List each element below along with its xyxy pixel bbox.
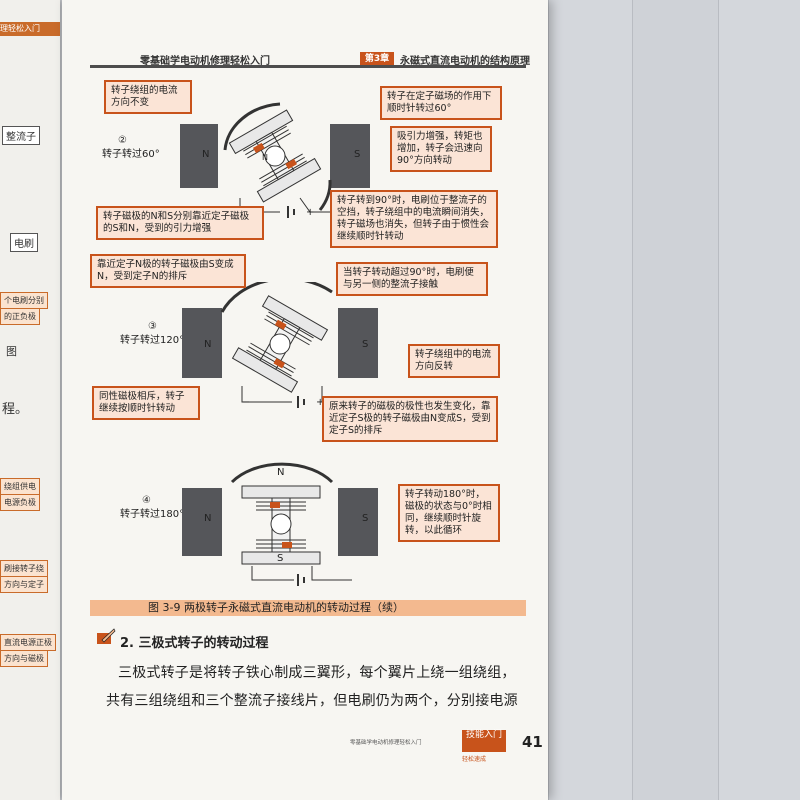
footer-tag-line2: 轻松速成: [462, 756, 487, 763]
running-header: 零基础学电动机修理轻松入门 第3章 永磁式直流电动机的结构原理: [90, 52, 530, 68]
callout-torque-increase: 吸引力增强，转矩也增加，转子会迅速向90°方向转动: [390, 126, 492, 172]
callout-current-unchanged: 转子绕组的电流方向不变: [104, 80, 192, 114]
rotor-label-n: N: [277, 467, 285, 478]
pencil-note-icon: [97, 628, 116, 644]
left-note: 直流电源正极: [0, 634, 56, 651]
stator-label-n: N: [202, 149, 210, 160]
left-note: 方向与定子: [0, 576, 48, 593]
background-plank: [718, 0, 800, 800]
step-label: 转子转过120°: [120, 335, 185, 346]
stator-label-s: S: [354, 149, 361, 160]
left-note: 电源负极: [0, 494, 40, 511]
motor-diagram-120: [182, 282, 378, 408]
header-rule: [90, 65, 526, 68]
step-label: 转子转过60°: [102, 149, 160, 160]
rotation-arrow: [220, 282, 333, 313]
circuit-wire: [251, 566, 352, 581]
book-page: 零基础学电动机修理轻松入门 第3章 永磁式直流电动机的结构原理 ② 转子转过60…: [62, 0, 548, 800]
paragraph-line: 三极式转子是将转子铁心制成三翼形，每个翼片上绕一组绕组，: [118, 665, 516, 681]
rotor-pole-label: N: [262, 153, 268, 162]
step-number: ②: [118, 135, 127, 146]
background-plank: [548, 0, 633, 800]
callout-rotor-90: 转子转到90°时，电刷位于整流子的空挡，转子绕组中的电流瞬间消失，转子磁场也消失…: [330, 190, 498, 248]
left-box-commutator: 整流子: [2, 126, 40, 145]
rotation-arrow: [230, 462, 334, 484]
stator-label-s: S: [362, 339, 369, 350]
commutator: [269, 333, 291, 355]
rotation-arrow: [223, 102, 281, 151]
stator-magnet-s: [338, 488, 378, 556]
callout-180-cycle: 转子转动180°时，磁极的状态与0°时相同，继续顺时针旋转，以此循环: [398, 484, 500, 542]
left-tag: 图: [6, 345, 17, 358]
callout-like-poles-repel: 同性磁极相斥，转子继续按顺时针转动: [92, 386, 200, 420]
left-tag: 程。: [2, 402, 29, 417]
motor-diagram-180: [182, 462, 378, 586]
figure-caption-text: 图 3-9 两极转子永磁式直流电动机的转动过程（续）: [148, 601, 404, 614]
footer-tag-line1: 技能入门: [465, 730, 502, 740]
left-page-header: 理轻松入门: [0, 22, 60, 36]
step-number: ④: [142, 495, 151, 506]
callout-brush-contact: 当转子转动超过90°时，电刷便与另一侧的整流子接触: [336, 262, 488, 296]
paragraph-line: 共有三组绕组和三个整流子接线片，但电刷仍为两个，分别接电源: [106, 693, 518, 709]
commutator: [270, 513, 292, 535]
callout-rotated-60: 转子在定子磁场的作用下顺时针转过60°: [380, 86, 502, 120]
background-plank: [632, 0, 719, 800]
rotor: [231, 295, 329, 393]
callout-attraction: 转子磁极的N和S分别靠近定子磁极的S和N，受到的引力增强: [96, 206, 264, 240]
callout-current-reversed: 转子绕组中的电流方向反转: [408, 344, 500, 378]
terminal-plus: +: [316, 397, 325, 408]
footer-book-title: 零基础学电动机修理轻松入门: [350, 740, 422, 746]
chapter-tag: 第3章: [360, 52, 394, 66]
left-page: 理轻松入门 整流子 电刷 个电刷分别 的正负极 图 程。 绕组供电 电源负极 刷…: [0, 0, 60, 800]
callout-polarity-change: 原来转子的磁极的极性也发生变化，靠近定子S极的转子磁极由N变成S，受到定子S的排…: [322, 396, 498, 442]
rotor-label-s: S: [277, 553, 284, 564]
book-title: 零基础学电动机修理轻松入门: [140, 56, 270, 67]
stator-label-n: N: [204, 339, 212, 350]
section-heading: 2. 三极式转子的转动过程: [120, 636, 269, 651]
step-number: ③: [148, 321, 157, 332]
motor-diagram-60: N: [180, 102, 370, 218]
step-label: 转子转过180°: [120, 509, 185, 520]
terminal-minus: −: [242, 397, 251, 408]
footer-tag: 技能入门: [462, 730, 506, 752]
left-note: 的正负极: [0, 308, 40, 325]
stator-magnet-n: [182, 308, 222, 378]
figure-caption: 图 3-9 两极转子永磁式直流电动机的转动过程（续）: [90, 600, 526, 616]
stator-magnet-n: [180, 124, 218, 188]
chapter-title: 永磁式直流电动机的结构原理: [400, 56, 530, 67]
left-note: 刷接转子绕: [0, 560, 48, 577]
callout-pole-flip: 靠近定子N极的转子磁极由S变成N，受到定子N的排斥: [90, 254, 246, 288]
stator-magnet-s: [338, 308, 378, 378]
page-number: 41: [522, 733, 543, 751]
left-note: 绕组供电: [0, 478, 40, 495]
stator-label-n: N: [204, 513, 212, 524]
stator-magnet-n: [182, 488, 222, 556]
svg-text:N: N: [262, 153, 268, 162]
stator-label-s: S: [362, 513, 369, 524]
left-note: 方向与磁极: [0, 650, 48, 667]
left-note: 个电刷分别: [0, 292, 48, 309]
commutator: [264, 145, 286, 167]
left-box-brush: 电刷: [10, 233, 38, 252]
terminal-plus: +: [306, 207, 315, 218]
stator-magnet-s: [330, 124, 370, 188]
